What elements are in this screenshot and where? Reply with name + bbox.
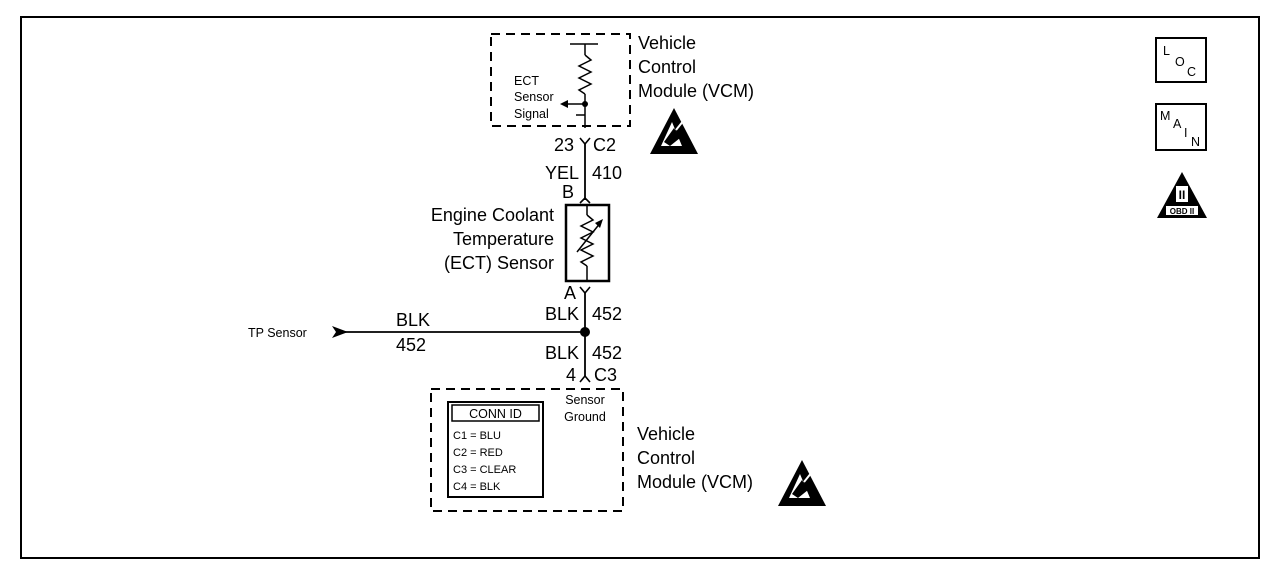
diagram-frame	[20, 16, 1260, 559]
tp-branch-color: BLK	[396, 310, 430, 330]
ect-signal-line3: Signal	[514, 107, 549, 121]
esd-warning-icon	[650, 108, 698, 154]
wire-452-lower-circuit: 452	[592, 343, 622, 363]
conn-id-box	[447, 401, 544, 498]
connector-c3: 4 C3	[566, 365, 617, 385]
svg-text:O: O	[1175, 55, 1185, 69]
conn-id-row: C2 = RED	[453, 447, 503, 459]
wire-452-mid-circuit: 452	[592, 304, 622, 324]
vcm-top-title-line2: Control	[638, 57, 696, 77]
signal-arrow-icon	[560, 100, 568, 108]
svg-text:II: II	[1179, 188, 1186, 202]
wire-410-color: YEL	[545, 163, 579, 183]
thermistor-symbol	[579, 214, 595, 267]
tp-sensor-label: TP Sensor	[248, 326, 307, 340]
sensor-connector-bottom	[579, 286, 591, 295]
ect-name-line1: Engine Coolant	[431, 205, 554, 225]
connector-c2: 23 C2	[554, 135, 616, 155]
obd-ii-icon[interactable]: II OBD II	[1157, 172, 1207, 218]
conn-id-row: C3 = CLEAR	[453, 464, 516, 476]
pullup-resistor	[577, 54, 593, 95]
ect-name-line3: (ECT) Sensor	[444, 253, 554, 273]
vcm-bottom-title-line2: Control	[637, 448, 695, 468]
sensor-pin-a: A	[564, 283, 576, 303]
svg-text:L: L	[1163, 44, 1170, 58]
vcm-bottom-title-line3: Module (VCM)	[637, 472, 753, 492]
esd-warning-icon	[778, 460, 826, 506]
sensor-pin-b: B	[562, 182, 574, 202]
conn-id-header: CONN ID	[469, 407, 522, 421]
vcm-bottom-boundary	[430, 388, 624, 512]
c2-pin: 23	[554, 135, 574, 155]
vcm-top-title-line1: Vehicle	[638, 33, 696, 53]
ect-sensor: Engine Coolant Temperature (ECT) Sensor	[431, 203, 611, 283]
tp-sensor-branch: TP Sensor BLK 452	[248, 310, 585, 355]
sensor-ground-line2: Ground	[564, 410, 606, 424]
sensor-connector-top	[579, 196, 591, 204]
vcm-bottom: Sensor Ground CONN ID C1 = BLU C2 = RED …	[430, 388, 826, 512]
loc-icon[interactable]: L O C	[1155, 37, 1207, 83]
svg-text:C: C	[1187, 65, 1196, 79]
vcm-bottom-title-line1: Vehicle	[637, 424, 695, 444]
vcm-top-boundary	[490, 33, 631, 127]
c3-pin: 4	[566, 365, 576, 385]
vcm-top-title-line3: Module (VCM)	[638, 81, 754, 101]
svg-text:A: A	[1173, 117, 1182, 131]
svg-text:I: I	[1184, 126, 1187, 140]
ect-name-line2: Temperature	[453, 229, 554, 249]
c2-name: C2	[593, 135, 616, 155]
vcm-top: ECT Sensor Signal Vehicle Control Module…	[490, 33, 754, 154]
conn-id-header-box	[451, 404, 540, 422]
connector-c3-symbol	[579, 374, 591, 383]
wire-410-circuit: 410	[592, 163, 622, 183]
main-icon[interactable]: M A I N	[1155, 103, 1207, 151]
svg-text:N: N	[1191, 135, 1200, 149]
wire-452-mid-color: BLK	[545, 304, 579, 324]
conn-id-table: CONN ID C1 = BLU C2 = RED C3 = CLEAR C4 …	[447, 401, 544, 498]
conn-id-row: C1 = BLU	[453, 430, 501, 442]
sensor-ground-line1: Sensor	[565, 393, 605, 407]
svg-text:M: M	[1160, 109, 1170, 123]
ect-signal-line2: Sensor	[514, 90, 554, 104]
tp-branch-circuit: 452	[396, 335, 426, 355]
connector-c2-symbol	[579, 137, 591, 146]
ect-signal-line1: ECT	[514, 74, 539, 88]
svg-text:OBD II: OBD II	[1170, 207, 1194, 216]
conn-id-row: C4 = BLK	[453, 481, 501, 493]
c3-name: C3	[594, 365, 617, 385]
wire-452-lower-color: BLK	[545, 343, 579, 363]
